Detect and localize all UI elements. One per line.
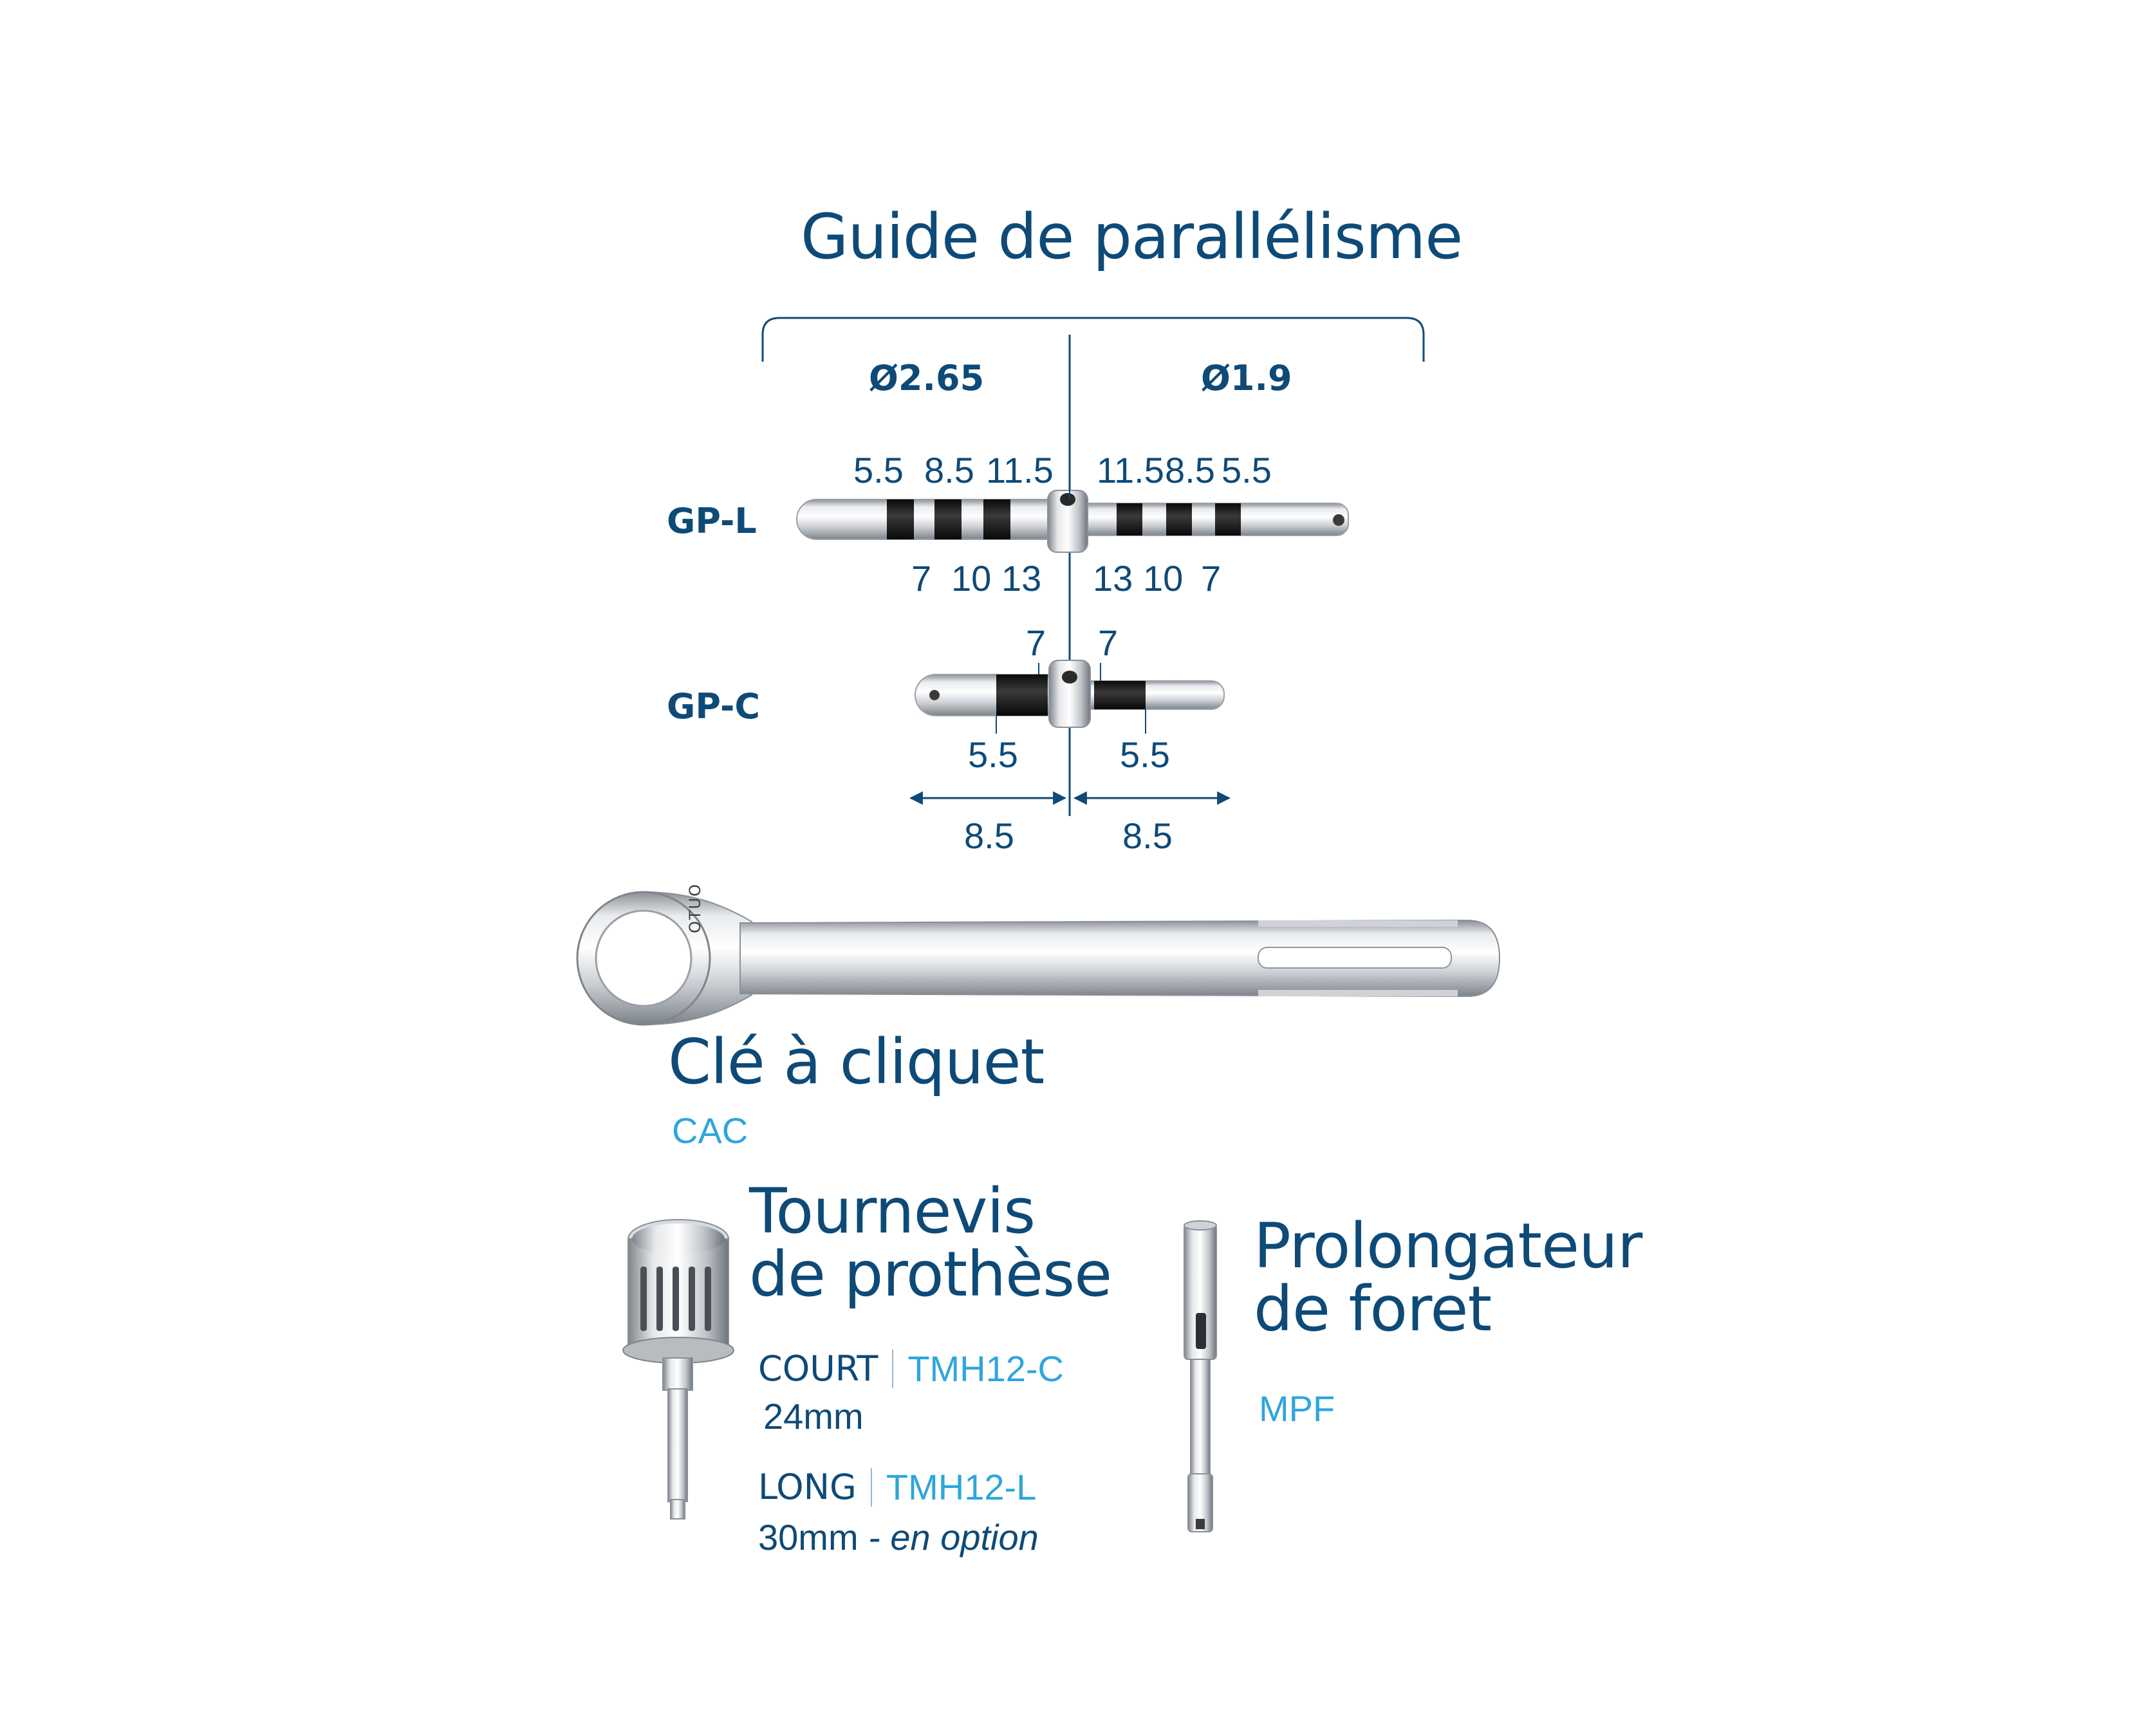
gpc-band-right xyxy=(1094,681,1146,709)
long-size: 30mm xyxy=(758,1517,859,1558)
tournevis-court-row: COURT TMH12-C xyxy=(758,1348,1064,1390)
gpl-bottom-left-2: 10 xyxy=(951,558,992,599)
gpc-top-left: 7 xyxy=(1026,622,1046,663)
prolongateur-code: MPF xyxy=(1259,1388,1335,1429)
gpc-label: GP-C xyxy=(667,686,760,727)
dimension-left-label: 8.5 xyxy=(964,815,1014,856)
cle-code: CAC xyxy=(672,1110,748,1151)
gpc-bottom-left: 5.5 xyxy=(968,734,1018,775)
ratchet-wrench xyxy=(576,891,1501,1026)
screwdriver xyxy=(622,1219,734,1520)
diameter-left: Ø2.65 xyxy=(869,358,985,398)
diameter-right: Ø1.9 xyxy=(1201,358,1292,398)
court-size: 24mm xyxy=(763,1396,864,1437)
gpl-top-right-1: 11.5 xyxy=(1097,450,1164,490)
tournevis-title-line1: Tournevis xyxy=(749,1175,1036,1247)
gpl-bottom-left-1: 7 xyxy=(911,558,932,599)
court-label: COURT xyxy=(758,1348,878,1389)
gpl-bottom-left-3: 13 xyxy=(1001,558,1042,599)
gpl-bottom-right-2: 10 xyxy=(1143,558,1184,599)
gpl-band-r2 xyxy=(1166,503,1192,535)
gpl-pin xyxy=(796,490,1349,553)
title-bracket xyxy=(761,317,1425,362)
guide-title: Guide de parallélisme xyxy=(801,201,1463,273)
tournevis-long-row: LONG TMH12-L xyxy=(758,1466,1036,1508)
long-code: TMH12-L xyxy=(886,1467,1037,1507)
gpl-top-left-3: 11.5 xyxy=(986,450,1054,490)
prolongateur-title-line2: de foret xyxy=(1254,1273,1492,1345)
gpl-band-l2 xyxy=(934,499,962,539)
long-separator xyxy=(870,1467,872,1507)
tournevis-title-line2: de prothèse xyxy=(749,1238,1112,1310)
gpl-band-l3 xyxy=(983,499,1010,539)
gpl-top-left-1: 5.5 xyxy=(853,450,904,490)
long-label: LONG xyxy=(758,1467,857,1507)
gpc-band-left xyxy=(996,674,1048,716)
dimension-right-label: 8.5 xyxy=(1122,815,1173,856)
gpl-bottom-right-3: 7 xyxy=(1201,558,1222,599)
gpl-label: GP-L xyxy=(667,501,757,541)
long-option: - en option xyxy=(858,1517,1039,1558)
gpl-top-right-2: 8.5 xyxy=(1165,450,1215,490)
cle-title: Clé à cliquet xyxy=(668,1026,1045,1098)
gpc-top-right: 7 xyxy=(1098,622,1119,663)
gpl-band-r1 xyxy=(1117,503,1142,535)
prolongateur-title-line1: Prolongateur xyxy=(1254,1210,1642,1282)
drill-extender xyxy=(1184,1220,1217,1532)
gpl-band-r3 xyxy=(1215,503,1241,535)
wrench-logo: OTUO xyxy=(686,882,704,933)
gpc-bottom-right: 5.5 xyxy=(1120,734,1170,775)
court-code: TMH12-C xyxy=(907,1348,1064,1389)
gpl-top-left-2: 8.5 xyxy=(924,450,974,490)
long-size-row: 30mm - en option xyxy=(758,1516,1039,1558)
gpl-bottom-right-1: 13 xyxy=(1093,558,1133,599)
court-separator xyxy=(892,1349,894,1388)
gpl-top-right-3: 5.5 xyxy=(1222,450,1272,490)
gpl-band-l1 xyxy=(887,499,914,539)
gpc-pin xyxy=(915,660,1225,728)
